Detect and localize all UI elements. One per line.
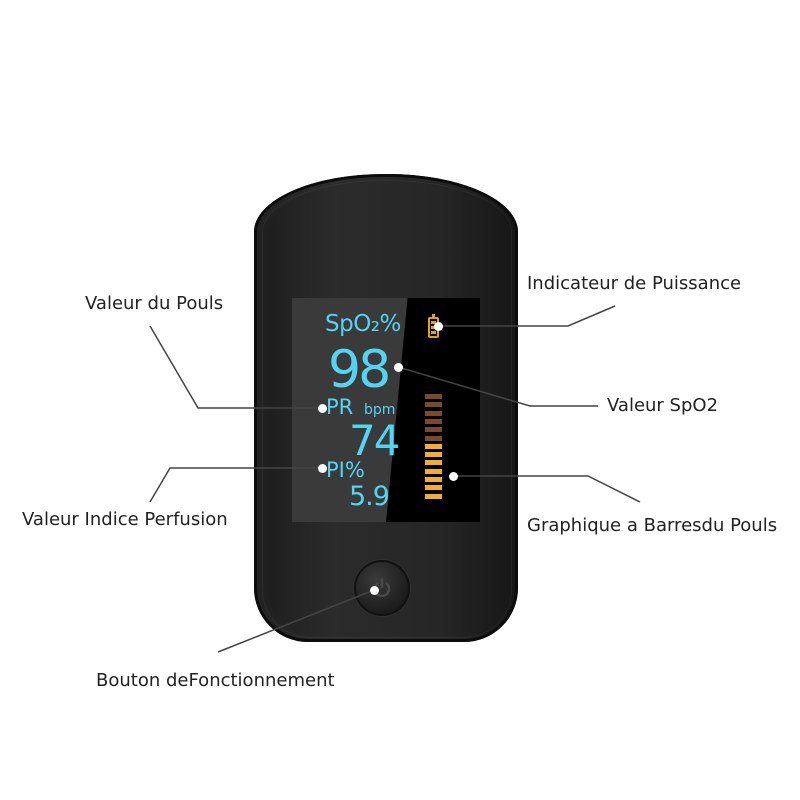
spo2-label: SpO₂% [325,311,401,337]
callout-dot [370,586,379,595]
pr-label: PR [326,395,354,419]
callout-dot [318,464,327,473]
label-perfusion-index: Valeur Indice Perfusion [22,509,228,530]
leader-perfusion [149,467,322,503]
leader-pulse-value [149,325,322,409]
pulse-bar-segment [425,394,442,399]
screen-panel [292,298,408,522]
label-power-indicator: Indicateur de Puissance [527,273,742,294]
pulse-bar-segment [425,460,442,466]
label-power-button: Bouton deFonctionnement [96,670,335,691]
pulse-bar-segment [425,418,442,424]
pi-value: 5.9 [349,481,390,512]
pr-value: 74 [349,416,400,465]
callout-dot [434,322,443,331]
leader-spo2-value [397,366,598,407]
callout-dot [318,404,327,413]
pulse-bar-segment [425,402,442,408]
pulse-bar-segment [425,435,442,441]
pulse-bar-segment [425,493,442,499]
label-spo2-value: Valeur SpO2 [607,395,719,416]
pulse-bar-segment [425,443,442,449]
leader-pulse-bar [454,475,641,503]
pulse-bar-segment [425,427,442,433]
pulse-bar-segment [425,477,442,482]
pulse-bar-segment [425,485,442,491]
label-pulse-bar-graph: Graphique a Barresdu Pouls [527,515,778,536]
pi-label: PI% [326,458,365,482]
pulse-bar-segment [425,468,442,474]
label-pulse-value: Valeur du Pouls [85,293,224,314]
callout-dot [449,472,458,481]
leader-power-indicator [438,305,616,327]
leader-power-button [217,589,375,653]
pr-unit: bpm [364,402,396,418]
spo2-value: 98 [328,340,391,400]
pulse-bar-segment [425,410,442,416]
callout-dot [394,363,403,372]
pulse-bar-segment [425,452,442,458]
